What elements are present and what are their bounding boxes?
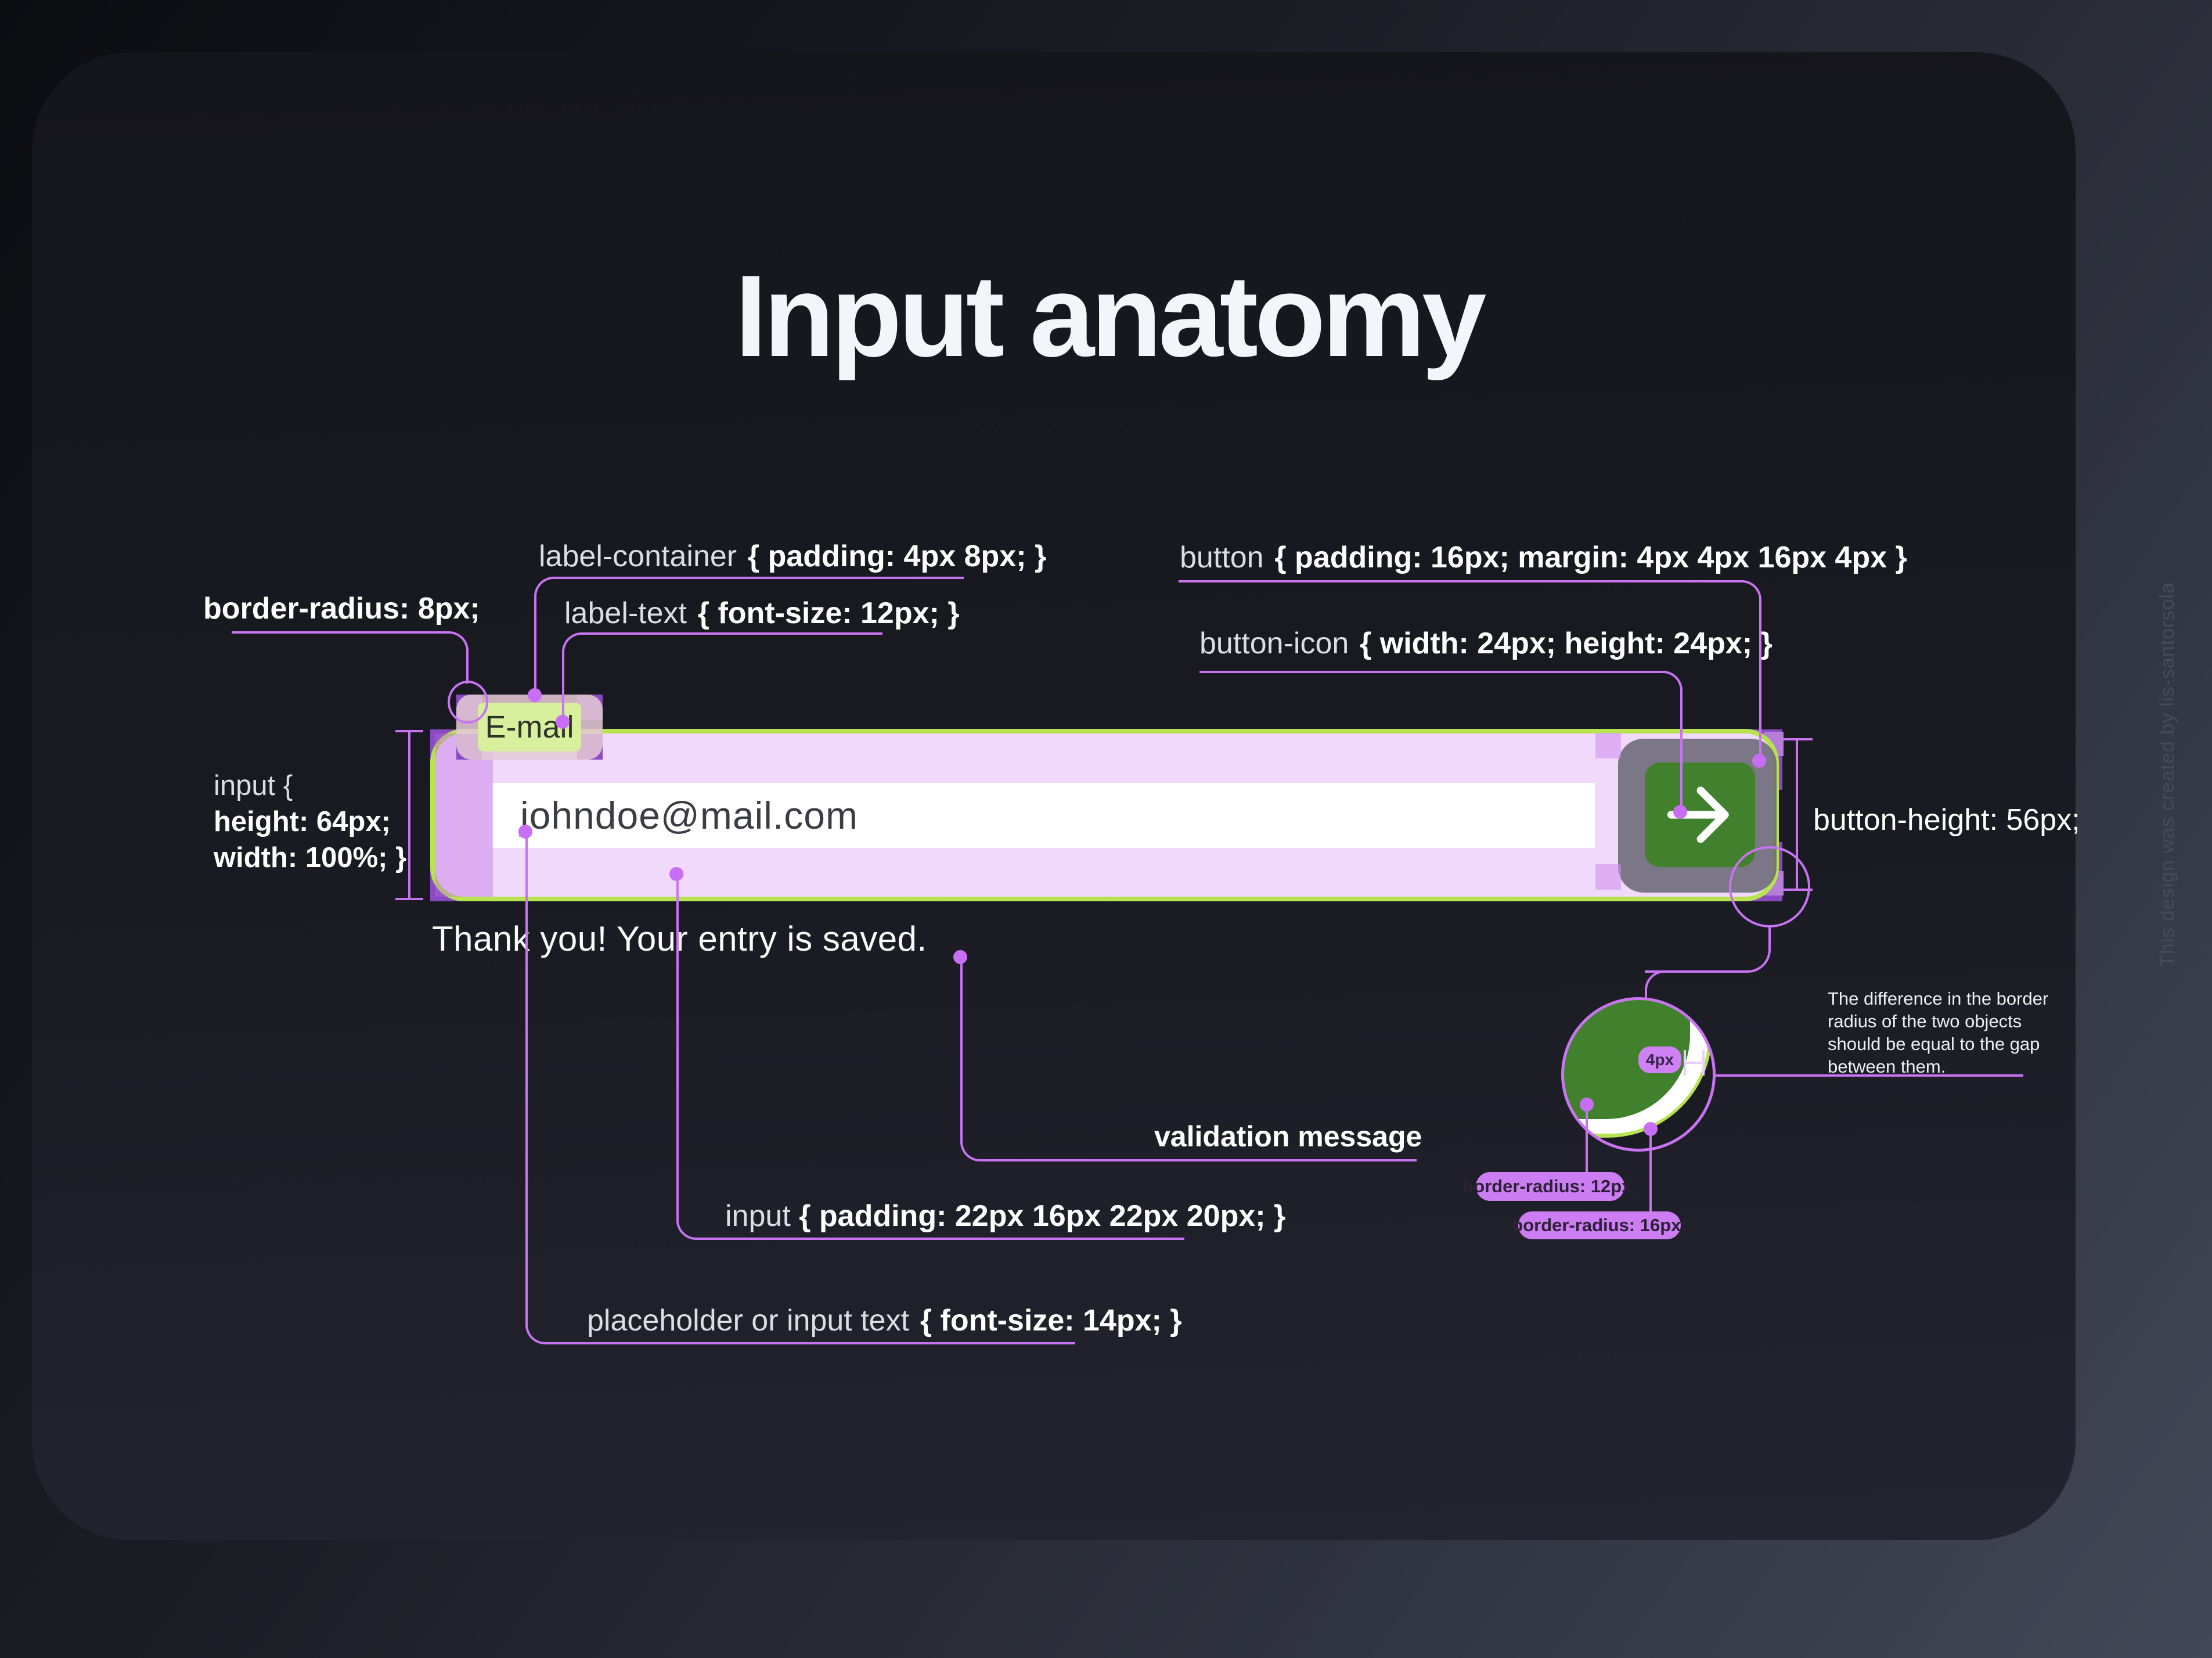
measure-input-height-cap-bottom bbox=[395, 898, 423, 900]
dot-validation bbox=[953, 950, 967, 964]
validation-message: Thank you! Your entry is saved. bbox=[432, 919, 927, 958]
button-margin-mark-top bbox=[1595, 733, 1621, 758]
annotation-button: button { padding: 16px; margin: 4px 4px … bbox=[1180, 540, 1907, 575]
button-margin-mark-bottom bbox=[1595, 864, 1621, 890]
measure-input-height-line bbox=[408, 731, 410, 900]
gap-badge: 4px bbox=[1638, 1046, 1681, 1073]
annotation-placeholder: placeholder or input text { font-size: 1… bbox=[587, 1303, 1182, 1338]
annotation-label-container-name: label-container bbox=[539, 540, 737, 573]
radius-highlight-circle bbox=[448, 681, 488, 724]
dot-placeholder bbox=[518, 825, 532, 839]
connector-detail-elbow-b bbox=[1645, 970, 1685, 1001]
annotation-border-radius: border-radius: 8px; bbox=[203, 592, 480, 625]
annotation-label-text-name: label-text bbox=[564, 596, 687, 630]
annotation-button-icon: button-icon { width: 24px; height: 24px;… bbox=[1199, 626, 1773, 661]
dot-button-icon bbox=[1673, 805, 1687, 819]
connector-validation bbox=[960, 957, 1417, 1161]
annotation-input-size-line3: width: 100%; } bbox=[214, 842, 407, 873]
annotation-button-icon-name: button-icon bbox=[1199, 627, 1349, 660]
button-corner-circle bbox=[1729, 846, 1810, 927]
connector-label-text bbox=[562, 632, 882, 722]
annotation-input-size-line1: input { bbox=[214, 770, 293, 801]
page-title: Input anatomy bbox=[734, 251, 1487, 381]
measure-input-height-cap-top bbox=[395, 730, 423, 732]
connector-input-padding bbox=[676, 874, 1184, 1240]
dot-radius-16 bbox=[1644, 1122, 1658, 1136]
gap-measure-bar bbox=[1684, 1062, 1705, 1064]
annotation-label-text-props: { font-size: 12px; } bbox=[697, 596, 960, 630]
annotation-button-name: button bbox=[1180, 541, 1264, 574]
dot-label-text bbox=[556, 715, 570, 729]
connector-button bbox=[1179, 580, 1761, 761]
connector-placeholder bbox=[525, 832, 1075, 1344]
connector-border-radius bbox=[232, 631, 469, 684]
annotation-input-padding: input { padding: 22px 16px 22px 20px; } bbox=[725, 1199, 1285, 1233]
annotation-placeholder-props: { font-size: 14px; } bbox=[920, 1304, 1182, 1337]
annotation-input-padding-name: input bbox=[725, 1199, 791, 1233]
email-input-value: johndoe@mail.com bbox=[520, 794, 858, 837]
annotation-validation-label: validation message bbox=[1154, 1120, 1422, 1153]
dot-radius-12 bbox=[1580, 1098, 1594, 1112]
watermark: This design was created by lis-santorsol… bbox=[2156, 582, 2178, 967]
connector-button-icon bbox=[1199, 671, 1683, 812]
connector-radius-12 bbox=[1586, 1105, 1588, 1186]
submit-button[interactable] bbox=[1645, 763, 1755, 867]
annotation-label-container: label-container { padding: 4px 8px; } bbox=[539, 539, 1046, 574]
measure-button-height-line bbox=[1796, 739, 1798, 890]
connector-label-container bbox=[534, 577, 964, 695]
dot-input-padding bbox=[669, 867, 683, 881]
annotation-label-text: label-text { font-size: 12px; } bbox=[564, 596, 960, 631]
measure-button-height-cap-top bbox=[1781, 738, 1813, 740]
note-underline bbox=[1716, 1074, 2023, 1077]
radius-16-pill: border-radius: 16px; bbox=[1512, 1211, 1687, 1239]
radius-note: The difference in the border radius of t… bbox=[1828, 988, 2049, 1077]
dot-label-container bbox=[528, 688, 542, 702]
annotation-button-height: button-height: 56px; bbox=[1813, 803, 2080, 837]
radius-detail-view: 4px bbox=[1561, 997, 1716, 1152]
annotation-input-padding-props: { padding: 22px 16px 22px 20px; } bbox=[799, 1199, 1286, 1233]
email-input-field[interactable]: johndoe@mail.com bbox=[492, 783, 1595, 848]
annotation-input-size: input { height: 64px; width: 100%; } bbox=[214, 768, 406, 876]
annotation-placeholder-name: placeholder or input text bbox=[587, 1304, 910, 1337]
dot-button bbox=[1752, 754, 1766, 768]
connector-radius-16 bbox=[1649, 1129, 1652, 1225]
radius-12-pill: border-radius: 12px; bbox=[1462, 1172, 1638, 1201]
annotation-button-icon-props: { width: 24px; height: 24px; } bbox=[1360, 627, 1773, 660]
connector-detail-elbow-a bbox=[1645, 926, 1771, 973]
padding-left-overlay bbox=[435, 733, 493, 897]
annotation-label-container-props: { padding: 4px 8px; } bbox=[747, 540, 1047, 573]
annotation-input-size-line2: height: 64px; bbox=[214, 806, 391, 837]
annotation-button-props: { padding: 16px; margin: 4px 4px 16px 4p… bbox=[1274, 541, 1907, 574]
